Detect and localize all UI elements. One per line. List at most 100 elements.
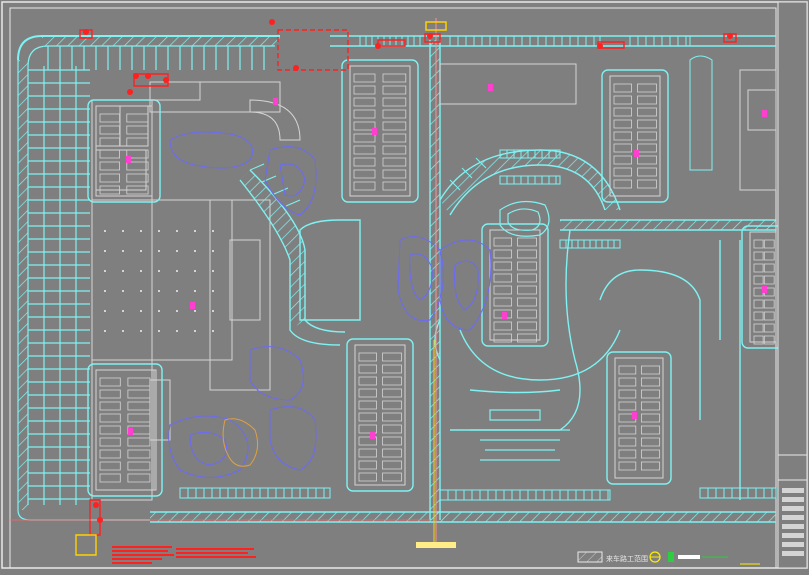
unit-room (358, 400, 377, 410)
unit-room (641, 425, 661, 435)
unit-room (358, 460, 377, 470)
column-dot (158, 270, 160, 272)
unit-room (637, 95, 657, 105)
unit-room (613, 107, 632, 117)
axis-marker-bottom (416, 542, 456, 548)
unit-room (493, 237, 512, 247)
tower-outline (354, 344, 406, 486)
landscape-contours (168, 131, 492, 478)
column-dot (104, 250, 106, 252)
unit-marker (634, 150, 639, 157)
column-dot (212, 230, 214, 232)
unit-room (618, 377, 637, 387)
unit-room (382, 364, 402, 374)
unit-room (517, 309, 537, 319)
unit-room (127, 473, 151, 483)
unit-room (358, 412, 377, 422)
unit-room (637, 83, 657, 93)
column-dot (176, 310, 178, 312)
unit-room (493, 333, 512, 343)
column-dot (122, 270, 124, 272)
unit-room (127, 425, 151, 435)
column-dot (176, 270, 178, 272)
hatched-bands (150, 40, 776, 522)
unit-room (127, 413, 151, 423)
column-dot (176, 250, 178, 252)
unit-room (353, 133, 376, 143)
unit-room (637, 179, 657, 189)
red-marker (97, 517, 103, 523)
unit-room (353, 169, 376, 179)
unit-marker (128, 428, 133, 435)
unit-room (753, 263, 764, 273)
unit-room (493, 285, 512, 295)
unit-room (382, 181, 407, 191)
unit-room (613, 143, 632, 153)
unit-room (99, 413, 121, 423)
tower-podium-outline (87, 363, 163, 497)
unit-room (637, 107, 657, 117)
unit-marker (273, 98, 278, 105)
red-marker (375, 43, 381, 49)
unit-room (382, 400, 402, 410)
column-dot (194, 290, 196, 292)
unit-marker (372, 128, 377, 135)
unit-room (127, 461, 151, 471)
unit-room (763, 311, 775, 321)
column-dot (158, 310, 160, 312)
unit-room (753, 239, 764, 249)
unit-room (358, 364, 377, 374)
unit-room (641, 413, 661, 423)
unit-room (99, 437, 121, 447)
unit-room (382, 412, 402, 422)
column-dot (104, 310, 106, 312)
unit-room (637, 167, 657, 177)
tower (481, 223, 549, 347)
unit-room (763, 251, 775, 261)
unit-room (353, 73, 376, 83)
column-dot (140, 270, 142, 272)
tower-podium-outline (87, 99, 161, 203)
orange-contour (222, 418, 259, 467)
column-dot (140, 230, 142, 232)
title-row (782, 515, 804, 520)
unit-room (613, 83, 632, 93)
title-row (782, 533, 804, 538)
title-row (782, 497, 804, 502)
left-parking-grid (17, 35, 280, 521)
tower-outline (609, 75, 661, 197)
red-marker (269, 19, 275, 25)
column-dot (158, 290, 160, 292)
unit-room (353, 85, 376, 95)
column-dot (212, 330, 214, 332)
unit-room (641, 449, 661, 459)
unit-room (358, 388, 377, 398)
column-dot (212, 270, 214, 272)
column-dot (194, 230, 196, 232)
unit-room (613, 167, 632, 177)
unit-room (126, 185, 149, 195)
column-dot (176, 330, 178, 332)
unit-room (99, 149, 121, 159)
red-marker (93, 502, 99, 508)
unit-room (493, 249, 512, 259)
stall-strip (499, 175, 561, 185)
column-dot (158, 330, 160, 332)
column-dot (140, 310, 142, 312)
central-pond (470, 200, 570, 461)
tower-podium-outline (601, 69, 669, 203)
column-dot (194, 310, 196, 312)
unit-room (763, 263, 775, 273)
unit-room (382, 376, 402, 386)
unit-room (641, 365, 661, 375)
title-row (782, 551, 804, 556)
column-dot (140, 330, 142, 332)
unit-room (358, 352, 377, 362)
unit-room (618, 401, 637, 411)
unit-marker (762, 286, 767, 293)
stall-diagonal (475, 157, 487, 169)
unit-room (358, 436, 377, 446)
tower (87, 363, 163, 497)
stall-diagonal (273, 187, 289, 195)
